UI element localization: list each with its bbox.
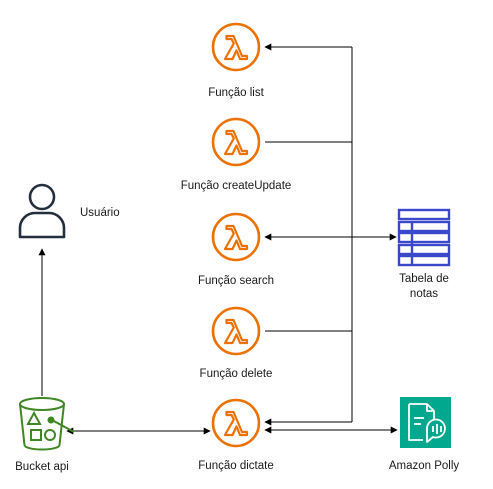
node-fn-create-update[interactable]: Função createUpdate [181, 117, 292, 192]
node-bucket[interactable]: Bucket api [15, 397, 75, 473]
s3-bucket-icon [19, 397, 75, 451]
node-user[interactable]: Usuário [18, 183, 120, 239]
node-fn-dictate[interactable]: Função dictate [198, 398, 274, 472]
node-fn-list[interactable]: Função list [208, 22, 265, 99]
connectors [38, 43, 398, 435]
lambda-icon [211, 212, 261, 262]
fn-create-update-label: Função createUpdate [181, 180, 292, 192]
user-label: Usuário [80, 207, 120, 219]
node-fn-delete[interactable]: Função delete [200, 306, 273, 380]
user-icon [18, 183, 66, 239]
fn-delete-label: Função delete [200, 368, 273, 380]
polly-icon [400, 397, 451, 448]
fn-search-label: Função search [198, 275, 274, 287]
table-icon [397, 208, 451, 267]
bucket-label: Bucket api [15, 461, 69, 473]
lambda-icon [211, 398, 261, 448]
lambda-icon [211, 306, 261, 356]
fn-dictate-label: Função dictate [198, 460, 273, 472]
node-fn-search[interactable]: Função search [198, 212, 274, 287]
table-label-line2: notas [410, 288, 438, 300]
lambda-icon [211, 22, 261, 72]
node-table[interactable]: Tabela de notas [397, 208, 451, 300]
polly-label: Amazon Polly [389, 460, 460, 472]
fn-list-label: Função list [208, 87, 264, 99]
lambda-icon [211, 117, 261, 167]
node-polly[interactable]: Amazon Polly [389, 397, 460, 472]
table-label-line1: Tabela de [399, 273, 449, 285]
